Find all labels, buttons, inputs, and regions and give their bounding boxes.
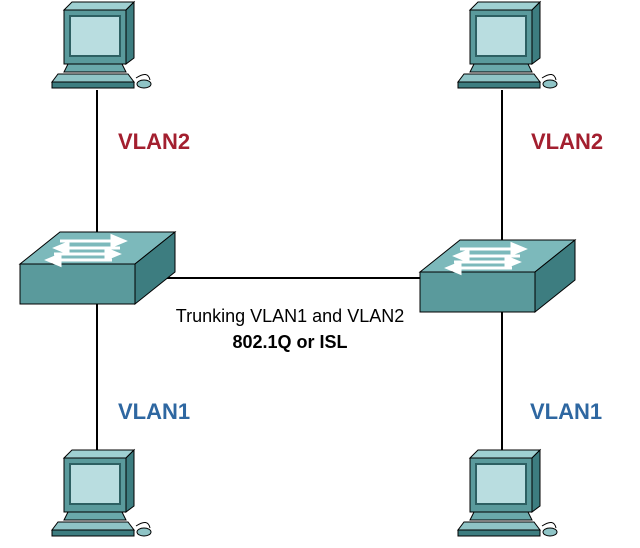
pc-bottom-left-icon <box>51 449 152 537</box>
vlan-label-top-left: VLAN2 <box>118 129 190 154</box>
trunk-description: Trunking VLAN1 and VLAN2 <box>176 306 404 326</box>
pc-bottom-right-icon <box>457 449 558 537</box>
vlan-label-bottom-right: VLAN1 <box>530 399 602 424</box>
switch-right-icon <box>418 238 577 314</box>
switch-left-icon <box>18 230 177 306</box>
pc-top-right-icon <box>457 1 558 89</box>
pc-top-left-icon <box>51 1 152 89</box>
vlan-label-top-right: VLAN2 <box>531 129 603 154</box>
vlan-label-bottom-left: VLAN1 <box>118 399 190 424</box>
trunk-protocol: 802.1Q or ISL <box>232 332 347 352</box>
